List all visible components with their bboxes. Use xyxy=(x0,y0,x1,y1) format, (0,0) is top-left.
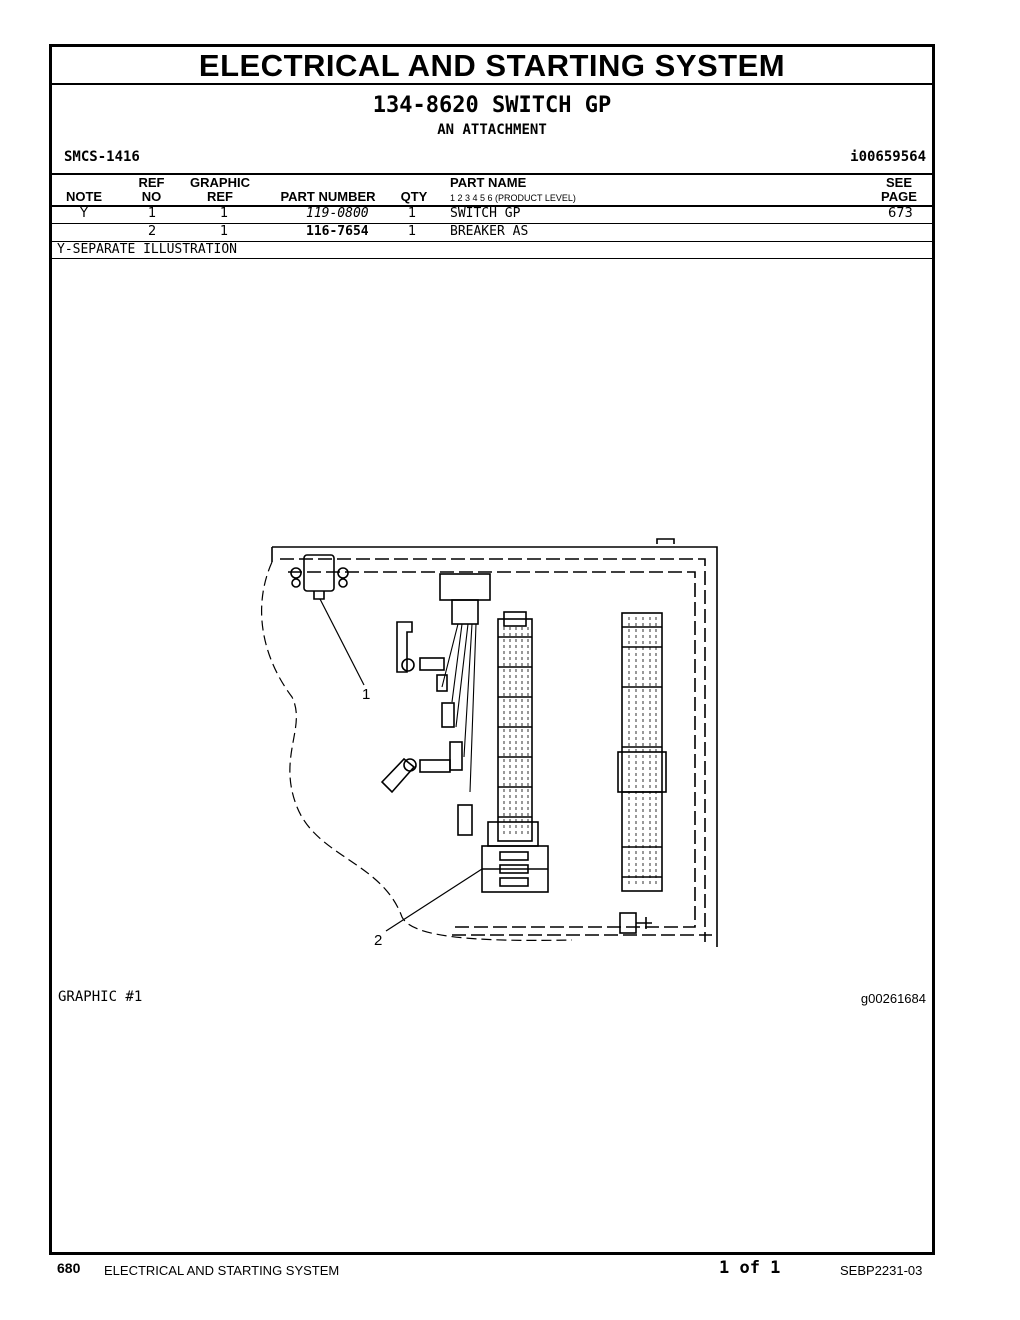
header-ref-top: REF xyxy=(138,175,165,190)
graphic-caption: GRAPHIC #1 xyxy=(58,989,143,1005)
header-see-top: SEE xyxy=(885,175,912,190)
cell-qty: 1 xyxy=(408,224,417,239)
callout-2: 2 xyxy=(374,932,382,949)
footer-doc-number: SEBP2231-03 xyxy=(840,1263,923,1278)
header-qty: QTY xyxy=(400,189,428,204)
footer-page-of: 1 of 1 xyxy=(719,1258,781,1278)
group-subtitle: AN ATTACHMENT xyxy=(437,122,547,138)
illustration-id: i00659564 xyxy=(850,149,926,165)
header-graphic-bottom: REF xyxy=(207,189,233,204)
page-frame: ELECTRICAL AND STARTING SYSTEM 134-8620 … xyxy=(49,44,935,1255)
header-graphic-top: GRAPHIC xyxy=(190,175,250,190)
cell-ref-no: 2 xyxy=(148,224,157,239)
page-title: ELECTRICAL AND STARTING SYSTEM xyxy=(52,47,932,85)
smcs-code: SMCS-1416 xyxy=(64,149,140,165)
header-ref-bottom: NO xyxy=(141,189,162,204)
cell-part-name: BREAKER AS xyxy=(450,224,529,239)
table-row: Y 1 1 119-0800 1 SWITCH GP 673 xyxy=(52,205,932,224)
cell-part-number[interactable]: 116-7654 xyxy=(306,224,369,239)
cell-graphic-ref: 1 xyxy=(220,224,229,239)
group-name: SWITCH GP xyxy=(492,93,612,118)
cell-see-page[interactable]: 673 xyxy=(888,206,913,221)
header-note: NOTE xyxy=(65,189,103,204)
footer-page-number: 680 xyxy=(57,1260,81,1276)
cell-qty: 1 xyxy=(408,206,417,221)
table-row: 2 1 116-7654 1 BREAKER AS xyxy=(52,223,932,242)
parts-illustration: 1 2 xyxy=(261,538,718,949)
table-note: Y-SEPARATE ILLUSTRATION xyxy=(52,241,932,259)
callout-1: 1 xyxy=(362,686,370,703)
footer-section: ELECTRICAL AND STARTING SYSTEM xyxy=(104,1263,340,1278)
header-product-level: 1 2 3 4 5 6 (PRODUCT LEVEL) xyxy=(450,193,576,203)
cell-part-number[interactable]: 119-0800 xyxy=(306,206,369,221)
cell-part-name: SWITCH GP xyxy=(450,206,521,221)
cell-note: Y xyxy=(80,206,88,221)
cell-graphic-ref: 1 xyxy=(220,206,229,221)
header-part-name: PART NAME xyxy=(450,175,527,190)
header-see-bottom: PAGE xyxy=(881,189,917,204)
graphic-id: g00261684 xyxy=(860,991,926,1006)
header-part-number: PART NUMBER xyxy=(280,189,376,204)
group-heading: 134-8620 SWITCH GP xyxy=(52,93,932,118)
group-part-number: 134-8620 xyxy=(372,93,479,118)
cell-ref-no: 1 xyxy=(148,206,157,221)
parts-table-header: NOTE REF NO GRAPHIC REF PART NUMBER QTY … xyxy=(52,173,932,207)
